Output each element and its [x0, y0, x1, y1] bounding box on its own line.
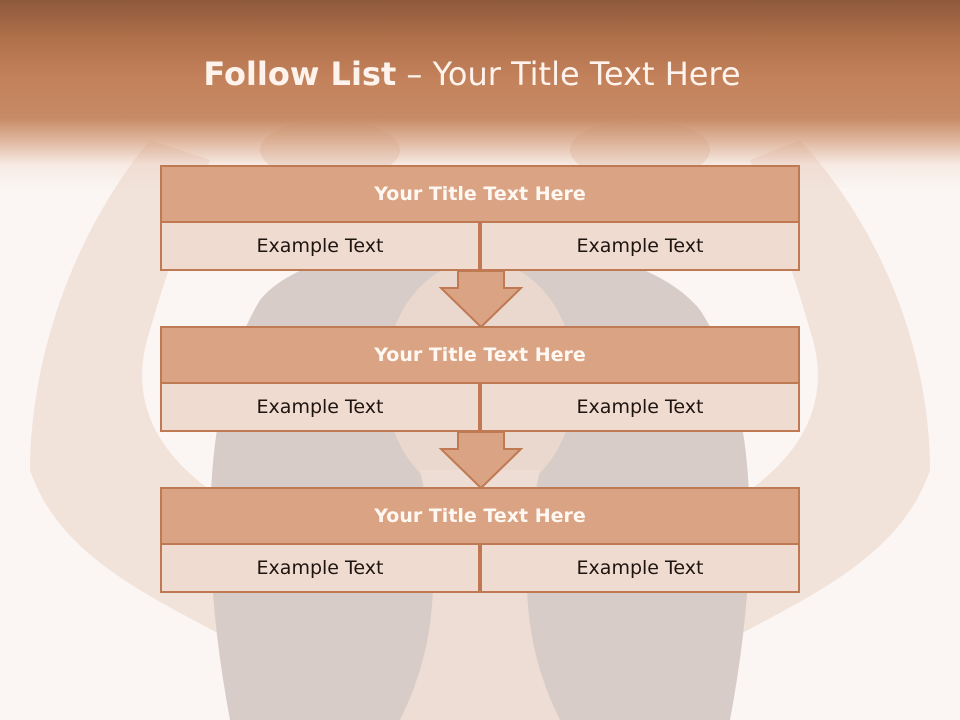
step-cell-right: Example Text — [480, 382, 800, 432]
title-bold: Follow List — [203, 55, 397, 93]
step-heading: Your Title Text Here — [160, 326, 800, 384]
down-arrow-icon — [438, 270, 524, 328]
step-cell-left: Example Text — [160, 382, 480, 432]
step-cell-right: Example Text — [480, 221, 800, 271]
header-band: Follow List – Your Title Text Here — [0, 0, 960, 190]
step-heading: Your Title Text Here — [160, 165, 800, 223]
slide-title: Follow List – Your Title Text Here — [0, 55, 944, 93]
step-cell-left: Example Text — [160, 543, 480, 593]
title-rest: – Your Title Text Here — [396, 55, 741, 93]
step-heading: Your Title Text Here — [160, 487, 800, 545]
step-cell-right: Example Text — [480, 543, 800, 593]
step-cell-left: Example Text — [160, 221, 480, 271]
down-arrow-icon — [438, 431, 524, 489]
